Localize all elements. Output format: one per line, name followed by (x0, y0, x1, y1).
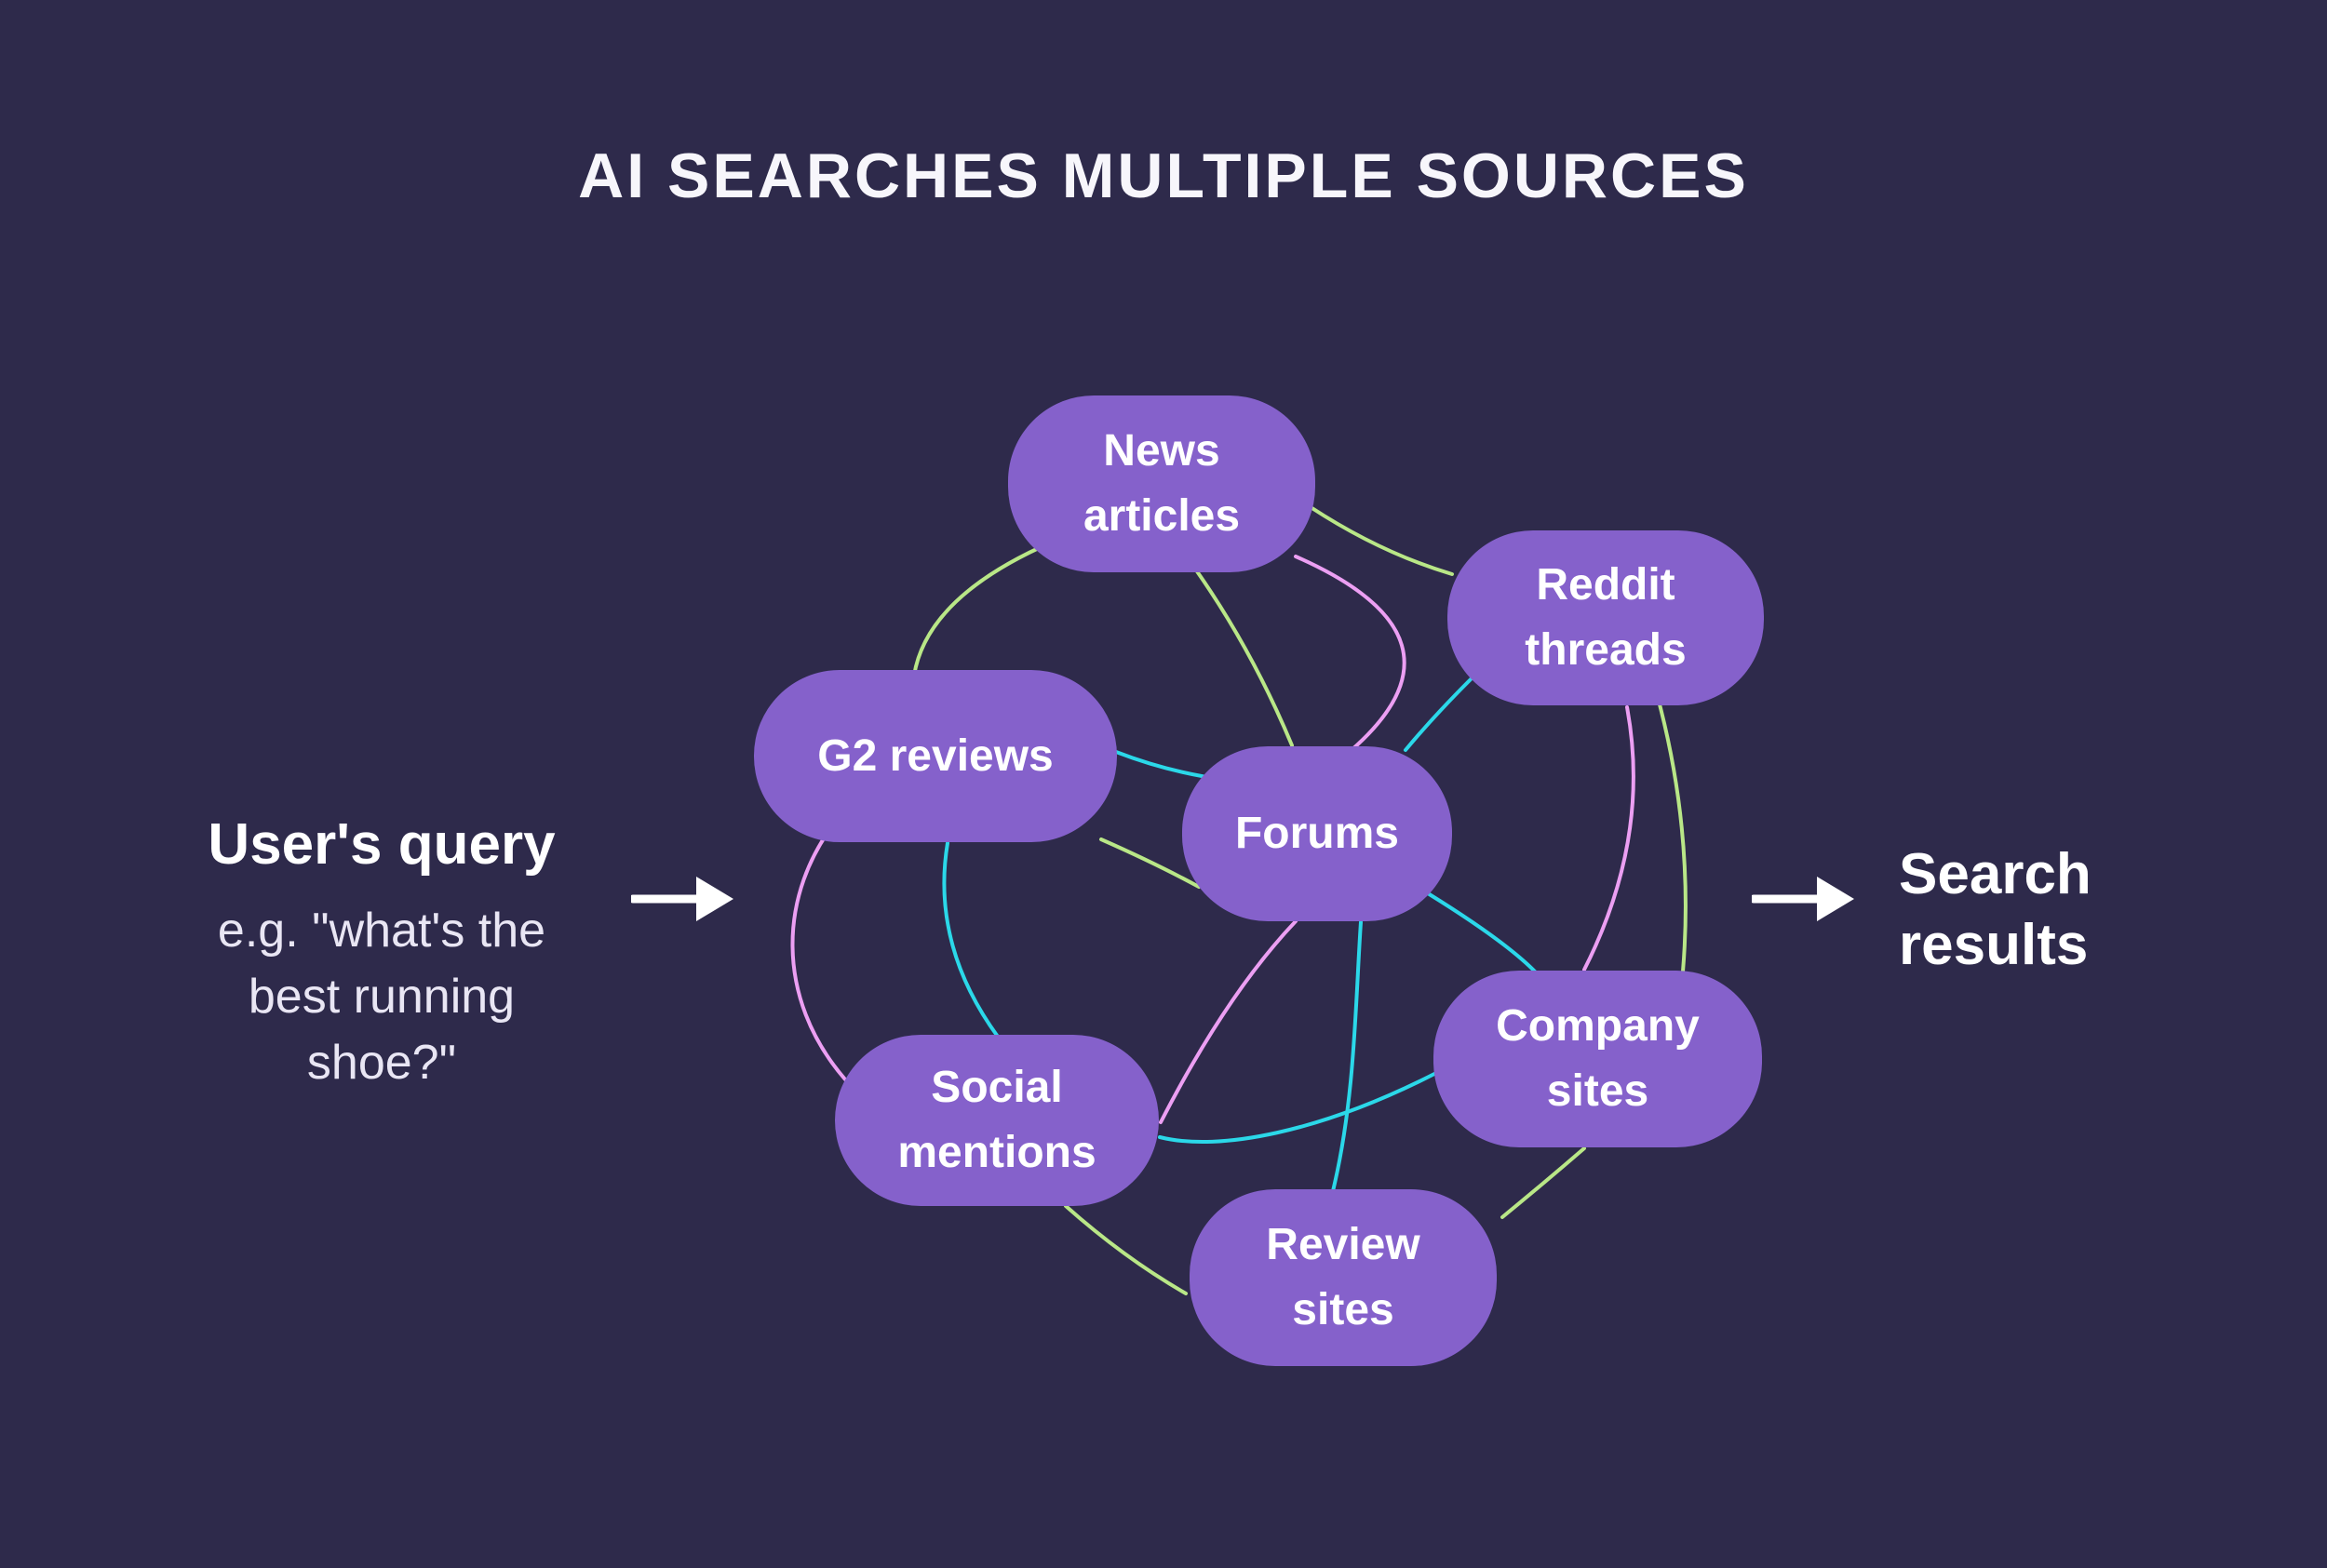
edge-pink-g2-social (790, 817, 847, 1081)
right-arrow-icon (631, 877, 733, 921)
node-label: threads (1525, 625, 1687, 675)
node-label: articles (1083, 491, 1241, 541)
search-results-line-1: Search (1899, 842, 2092, 906)
edge-cyan-social-company (1158, 1071, 1438, 1145)
right-arrow-icon (1752, 877, 1854, 921)
node-label: Forums (1234, 809, 1399, 858)
node-label: Company (1496, 1001, 1700, 1051)
edge-green-reddit-company (1658, 703, 1688, 973)
node-label: mentions (897, 1128, 1096, 1177)
node-reddit-threads: Reddit threads (1447, 530, 1764, 705)
page-title: AI SEARCHES MULTIPLE SOURCES (578, 141, 1749, 211)
user-query-example-line-1: e.g. "what's the (217, 904, 546, 958)
node-forums: Forums (1182, 746, 1452, 921)
edge-cyan-forums-review (1331, 920, 1363, 1193)
node-label: Review (1266, 1220, 1420, 1269)
user-query-example-line-3: shoe?" (306, 1036, 457, 1090)
node-label: Reddit (1536, 560, 1675, 610)
edge-pink-forums-social (1159, 919, 1298, 1124)
edge-green-g2-forums (1099, 838, 1201, 889)
user-query-label: User's query e.g. "what's the best runni… (149, 811, 614, 1096)
node-social-mentions: Social mentions (835, 1035, 1159, 1206)
node-label: News (1103, 426, 1220, 476)
edge-green-social-review (1064, 1204, 1188, 1295)
edge-cyan-reddit-forums (1404, 677, 1473, 752)
user-query-example-line-2: best running (248, 970, 516, 1024)
edge-pink-reddit-company (1582, 705, 1635, 972)
node-g2-reviews: G2 reviews (754, 670, 1117, 842)
node-review-sites: Review sites (1190, 1189, 1497, 1366)
node-label: sites (1546, 1066, 1649, 1116)
edge-green-news-forums (1195, 570, 1294, 747)
node-news-articles: News articles (1008, 395, 1315, 572)
edge-green-news-reddit (1309, 505, 1454, 576)
edge-pink-news-forums (1294, 555, 1406, 752)
edge-cyan-g2-social (942, 841, 1000, 1039)
edge-green-news-g2 (912, 545, 1042, 677)
edge-cyan-forums-company (1426, 891, 1538, 974)
search-results-line-2: results (1899, 913, 2089, 977)
edge-green-company-review (1500, 1146, 1586, 1219)
user-query-heading: User's query (208, 812, 556, 877)
search-results-label: Search results (1899, 839, 2092, 981)
node-label: Social (931, 1063, 1063, 1112)
node-label: G2 reviews (817, 730, 1054, 781)
node-label: sites (1292, 1285, 1394, 1334)
node-company-sites: Company sites (1433, 971, 1762, 1147)
